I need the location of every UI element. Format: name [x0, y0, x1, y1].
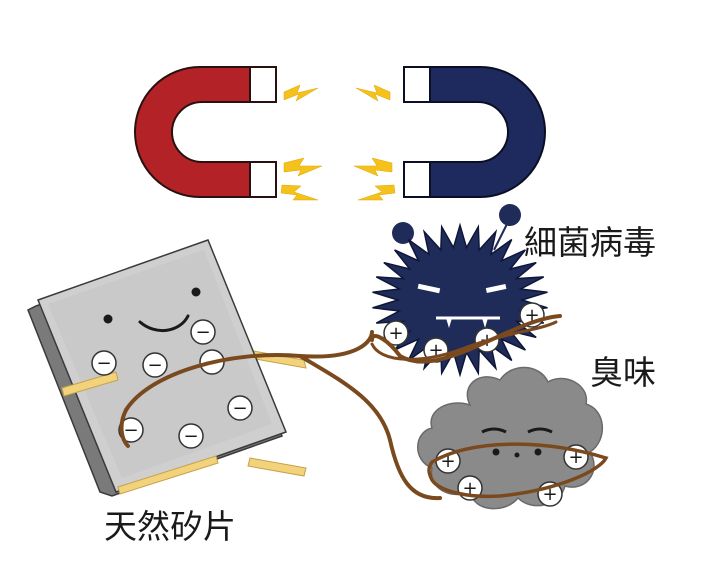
negative-charge-symbol: − [232, 398, 247, 419]
negative-charge-icon [190, 319, 216, 345]
spark-icons [280, 84, 396, 201]
odor-label: 臭味 [590, 353, 656, 392]
negative-charge-icon [118, 417, 144, 443]
odor-cloud-icon [417, 366, 604, 510]
positive-charge-icon [383, 320, 409, 346]
negative-charge-icon [178, 423, 204, 449]
negative-charge-icon [142, 352, 168, 378]
negative-charge-symbol: − [195, 322, 210, 343]
negative-charge-icon [227, 395, 253, 421]
blue-magnet-icon [403, 66, 546, 198]
positive-charge-symbol: + [388, 323, 403, 344]
red-magnet-icon [134, 66, 277, 198]
negative-charge-symbol: − [147, 355, 162, 376]
negative-charge-icon [91, 350, 117, 376]
germs-label: 細菌病毒 [524, 223, 656, 262]
negative-charge-symbol: − [123, 420, 138, 441]
stone-icon [27, 239, 287, 497]
stone-label: 天然矽片 [104, 507, 236, 546]
negative-charge-symbol: − [183, 426, 198, 447]
rope-icon [119, 314, 609, 501]
negative-charge-symbol: − [96, 353, 111, 374]
strap-front [61, 371, 219, 495]
